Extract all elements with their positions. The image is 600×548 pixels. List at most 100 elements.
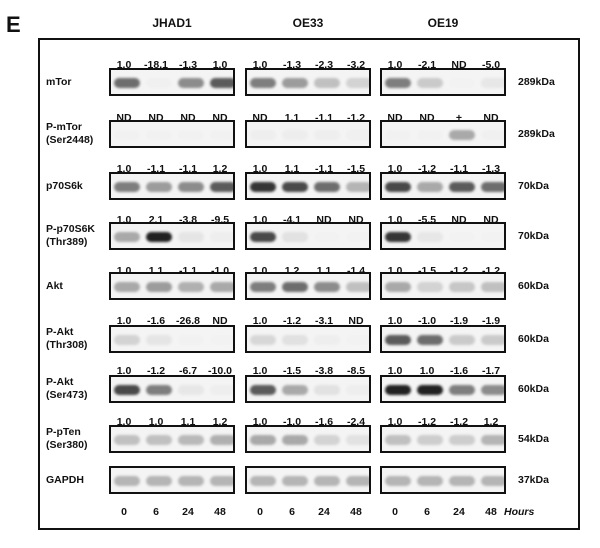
protein-band [481,385,504,395]
protein-band [282,385,308,395]
protein-band [449,335,475,345]
blot-strip [245,466,371,494]
fold-change-value: -1.0 [417,315,437,327]
protein-band [178,282,204,292]
time-point-label: 24 [318,506,330,518]
protein-label-line: mTor [46,75,72,88]
blot-strip [380,172,506,200]
protein-band [250,385,276,395]
molecular-weight-label: 37kDa [518,474,549,486]
protein-band [114,476,140,486]
protein-band [449,282,475,292]
protein-band [114,335,140,345]
protein-band [385,182,411,192]
fold-change-value: -3.1 [314,315,334,327]
molecular-weight-label: 60kDa [518,280,549,292]
protein-band [346,182,369,192]
protein-band [146,78,172,88]
protein-band [346,435,369,445]
blot-strip [109,222,235,250]
time-point-label: 24 [453,506,465,518]
fold-change-value: -1.9 [481,315,501,327]
protein-band [178,232,204,242]
protein-band [210,435,233,445]
fold-change-value: -1.5 [282,365,302,377]
protein-label: p70S6k [46,180,108,193]
time-point-label: 48 [350,506,362,518]
protein-band [146,232,172,242]
blot-strip [245,375,371,403]
fold-change-value: -8.5 [346,365,366,377]
protein-band [481,282,504,292]
protein-label-line: Akt [46,279,63,292]
blot-strip [380,466,506,494]
blot-strip [380,222,506,250]
time-point-label: 48 [214,506,226,518]
fold-change-value: -6.7 [178,365,198,377]
blot-strip [109,325,235,353]
blot-strip [109,425,235,453]
protein-band [210,232,233,242]
protein-band [481,476,504,486]
protein-band [114,182,140,192]
protein-label-line: p70S6k [46,179,83,192]
protein-band [385,435,411,445]
protein-band [250,130,276,140]
protein-band [178,335,204,345]
protein-band [449,435,475,445]
protein-band [385,232,411,242]
blot-strip [109,272,235,300]
protein-band [346,282,369,292]
protein-band [210,335,233,345]
fold-change-value: 1.0 [252,315,268,327]
protein-band [114,78,140,88]
protein-band [481,232,504,242]
protein-label-line: GAPDH [46,473,84,486]
protein-label: P-Akt(Thr308) [46,326,108,352]
blot-strip [245,325,371,353]
protein-band [250,476,276,486]
protein-band [114,385,140,395]
protein-band [250,78,276,88]
blot-strip [109,172,235,200]
time-point-label: 24 [182,506,194,518]
fold-change-value: -1.2 [146,365,166,377]
panel-letter: E [6,12,21,37]
protein-band [417,282,443,292]
protein-band [385,476,411,486]
protein-band [250,282,276,292]
protein-band [178,182,204,192]
protein-band [417,130,443,140]
molecular-weight-label: 289kDa [518,128,555,140]
time-point-label: 0 [121,506,127,518]
protein-band [114,130,140,140]
time-point-label: 6 [424,506,430,518]
protein-label-line: (Thr389) [46,236,88,248]
blot-strip [380,325,506,353]
protein-band [146,282,172,292]
blot-strip [109,68,235,96]
protein-band [250,232,276,242]
protein-band [385,335,411,345]
protein-band [282,232,308,242]
protein-band [282,435,308,445]
fold-change-value: 1.0 [116,315,132,327]
fold-change-value: + [455,112,463,124]
blot-strip [380,425,506,453]
protein-band [346,78,369,88]
protein-band [210,385,233,395]
protein-band [346,130,369,140]
protein-label: P-p70S6K(Thr389) [46,223,108,249]
blot-strip [380,272,506,300]
protein-band [417,476,443,486]
blot-strip [380,120,506,148]
protein-band [282,182,308,192]
protein-band [449,232,475,242]
protein-label: Akt [46,280,108,293]
protein-label-line: P-p70S6K [46,223,96,235]
protein-band [250,182,276,192]
protein-band [449,182,475,192]
protein-band [346,476,369,486]
protein-band [178,385,204,395]
